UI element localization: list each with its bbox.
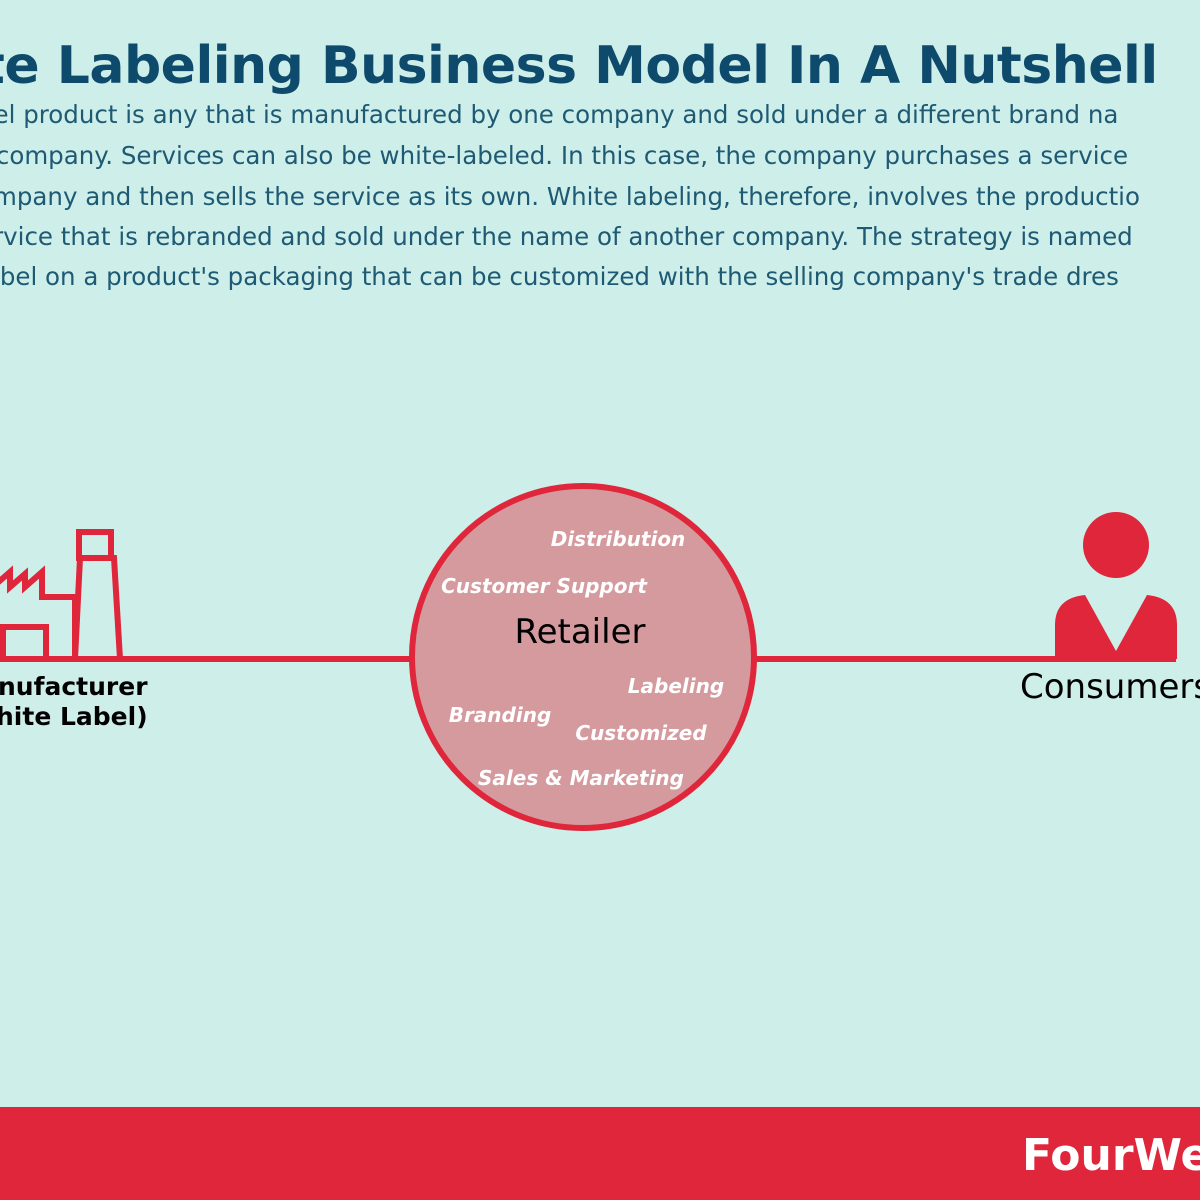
person-icon <box>1055 512 1177 659</box>
page-title: te Labeling Business Model In A Nutshell <box>0 36 1158 96</box>
description-line: ervice that is rebranded and sold under … <box>0 222 1133 251</box>
description-line: r company. Services can also be white-la… <box>0 141 1129 170</box>
retailer-label: Retailer <box>515 612 646 652</box>
brand-logo-text: FourWe <box>1022 1130 1200 1181</box>
manufacturer-label-line1: nufacturer <box>0 672 148 701</box>
manufacturer-label-line2: hite Label) <box>0 702 148 731</box>
white-label-diagram: nufacturer hite Label) Retailer Consumer… <box>0 483 1200 831</box>
description-line: bel product is any that is manufactured … <box>0 100 1119 129</box>
labeling-label: Labeling <box>628 674 724 698</box>
consumers-label: Consumers <box>1020 667 1200 707</box>
description-line: label on a product's packaging that can … <box>0 262 1119 291</box>
sales-marketing-label: Sales & Marketing <box>478 766 684 790</box>
customer-support-label: Customer Support <box>441 574 648 598</box>
customized-label: Customized <box>575 721 707 745</box>
branding-label: Branding <box>449 703 552 727</box>
distribution-label: Distribution <box>551 527 686 551</box>
description-line: ompany and then sells the service as its… <box>0 182 1140 211</box>
retailer-circle <box>409 483 757 831</box>
factory-icon <box>0 529 123 662</box>
footer-bar <box>0 1107 1200 1200</box>
